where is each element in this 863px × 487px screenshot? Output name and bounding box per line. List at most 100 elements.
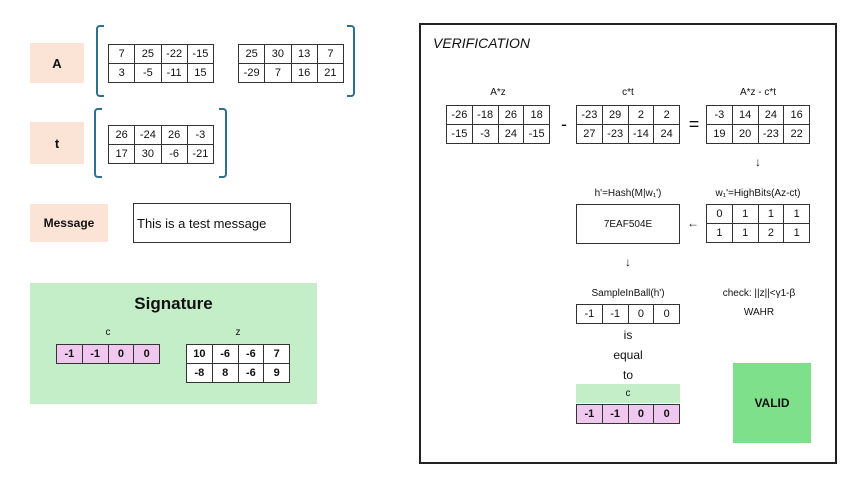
matrix-cell: 16 bbox=[783, 105, 810, 125]
matrix-cell: 25 bbox=[134, 44, 162, 64]
matrix-cell: -18 bbox=[471, 105, 499, 125]
matrix-cell: 26 bbox=[107, 125, 136, 145]
matrix-cell: 13 bbox=[290, 44, 318, 64]
signature-panel bbox=[30, 283, 317, 404]
matrix-cell: 30 bbox=[264, 44, 292, 64]
message-text: This is a test message bbox=[133, 203, 291, 243]
matrix-cell: -29 bbox=[237, 63, 266, 83]
bracket-right-t bbox=[219, 108, 227, 178]
matrix-cell: 2 bbox=[757, 223, 785, 243]
matrix-cell: 10 bbox=[186, 344, 213, 364]
matrix-cell: 27 bbox=[576, 124, 603, 144]
matrix-cell: 0 bbox=[107, 344, 135, 364]
signature-z-label: z bbox=[235, 327, 241, 338]
c-label: c bbox=[576, 384, 680, 403]
matrix-cell: 20 bbox=[731, 124, 759, 144]
minus-operator: - bbox=[561, 114, 567, 134]
verification-title: VERIFICATION bbox=[433, 35, 530, 51]
matrix-cell: 26 bbox=[497, 105, 525, 125]
matrix-cell: 1 bbox=[783, 204, 810, 224]
matrix-cell: -26 bbox=[446, 105, 473, 125]
matrix-cell: -5 bbox=[134, 63, 162, 83]
matrix-cell: 0 bbox=[627, 304, 655, 324]
matrix-cell: -14 bbox=[627, 124, 655, 144]
matrix-cell: 7 bbox=[264, 63, 292, 83]
matrix-cell: -6 bbox=[237, 363, 265, 383]
matrix-cell: 1 bbox=[731, 223, 759, 243]
equals-operator: = bbox=[688, 114, 700, 134]
matrix-cell: -1 bbox=[601, 304, 629, 324]
matrix-cell: 0 bbox=[133, 344, 160, 364]
ct-label: c*t bbox=[622, 87, 634, 98]
matrix-cell: 3 bbox=[107, 63, 136, 83]
matrix-cell: 0 bbox=[706, 204, 733, 224]
matrix-cell: 30 bbox=[134, 144, 162, 164]
hash-label: h'=Hash(M|w₁') bbox=[594, 188, 662, 199]
matrix-cell: -21 bbox=[186, 144, 215, 164]
matrix-cell: 29 bbox=[601, 105, 629, 125]
matrix-cell: 24 bbox=[757, 105, 785, 125]
matrix-cell: -1 bbox=[576, 304, 603, 324]
matrix-cell: 9 bbox=[263, 363, 290, 383]
matrix-cell: -24 bbox=[134, 125, 162, 145]
bracket-right-a bbox=[347, 25, 355, 97]
hash-value: 7EAF504E bbox=[576, 204, 680, 244]
matrix-cell: 19 bbox=[706, 124, 733, 144]
highbits-label: w₁'=HighBits(Az-ct) bbox=[715, 188, 801, 199]
matrix-cell: -3 bbox=[186, 125, 215, 145]
matrix-cell: 1 bbox=[783, 223, 810, 243]
arrow-left-icon: ← bbox=[687, 216, 699, 230]
sample-label: SampleInBall(h') bbox=[591, 288, 665, 299]
label-a: A bbox=[30, 43, 84, 83]
matrix-cell: -6 bbox=[211, 344, 239, 364]
matrix-cell: 0 bbox=[627, 404, 655, 424]
matrix-cell: 7 bbox=[263, 344, 290, 364]
matrix-cell: 7 bbox=[107, 44, 136, 64]
matrix-cell: 2 bbox=[627, 105, 655, 125]
matrix-cell: 24 bbox=[497, 124, 525, 144]
matrix-cell: -11 bbox=[160, 63, 188, 83]
arrow-down-icon: ↓ bbox=[755, 155, 761, 169]
bracket-left-a bbox=[96, 25, 104, 97]
matrix-cell: 7 bbox=[316, 44, 345, 64]
signature-title: Signature bbox=[134, 294, 213, 313]
matrix-cell: -15 bbox=[446, 124, 473, 144]
check-label: check: ||z||<γ1-β bbox=[722, 288, 796, 299]
matrix-cell: -22 bbox=[160, 44, 188, 64]
verification-panel bbox=[419, 23, 837, 464]
matrix-cell: -23 bbox=[576, 105, 603, 125]
matrix-cell: -6 bbox=[160, 144, 188, 164]
label-message: Message bbox=[30, 204, 108, 242]
matrix-cell: 16 bbox=[290, 63, 318, 83]
matrix-cell: 14 bbox=[731, 105, 759, 125]
matrix-cell: 15 bbox=[186, 63, 215, 83]
equal-text: equal bbox=[613, 348, 643, 362]
matrix-cell: 0 bbox=[653, 404, 680, 424]
az-label: A*z bbox=[490, 87, 506, 98]
valid-badge: VALID bbox=[733, 363, 811, 443]
matrix-cell: -8 bbox=[186, 363, 213, 383]
matrix-cell: 2 bbox=[653, 105, 680, 125]
matrix-cell: -15 bbox=[523, 124, 550, 144]
